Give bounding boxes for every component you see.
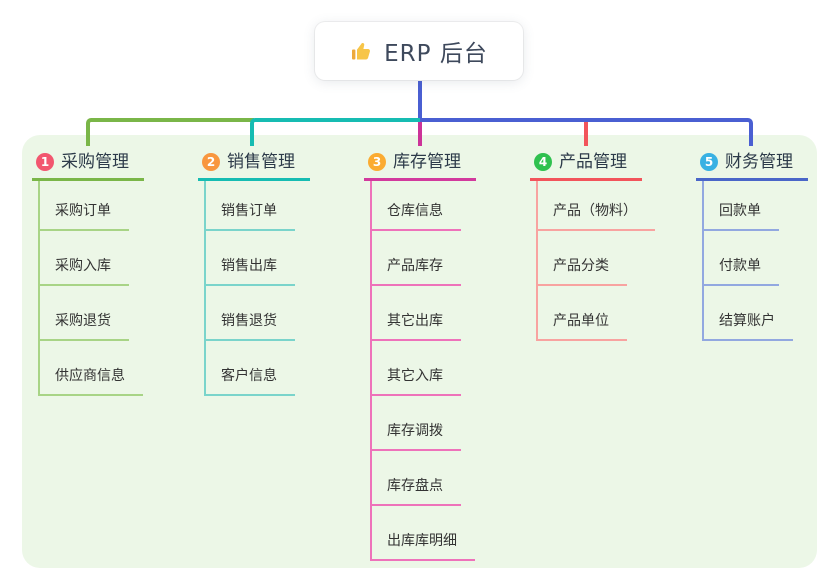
- thumbs-up-icon: [350, 39, 374, 63]
- node-stock-transfer[interactable]: 库存调拨: [372, 396, 461, 451]
- node-product-stock[interactable]: 产品库存: [372, 231, 461, 286]
- root-node[interactable]: ERP 后台: [315, 22, 523, 80]
- branch-inventory: 3 库存管理 仓库信息 产品库存 其它出库 其它入库 库存调拨 库存盘点 出库库…: [364, 151, 476, 561]
- node-sales-return[interactable]: 销售退货: [206, 286, 295, 341]
- branches-panel: [22, 135, 817, 568]
- branch-5-badge: 5: [700, 153, 718, 171]
- node-receipt-bill[interactable]: 回款单: [704, 181, 779, 231]
- node-other-outbound[interactable]: 其它出库: [372, 286, 461, 341]
- branch-1-badge: 1: [36, 153, 54, 171]
- root-node-label: ERP 后台: [384, 41, 488, 67]
- branch-sales-items: 销售订单 销售出库 销售退货 客户信息: [204, 181, 295, 396]
- branch-purchase-items: 采购订单 采购入库 采购退货 供应商信息: [38, 181, 143, 396]
- branch-inventory-items: 仓库信息 产品库存 其它出库 其它入库 库存调拨 库存盘点 出库库明细: [370, 181, 475, 561]
- node-payment-bill[interactable]: 付款单: [704, 231, 779, 286]
- branch-purchase: 1 采购管理 采购订单 采购入库 采购退货 供应商信息: [32, 151, 144, 396]
- branch-product: 4 产品管理 产品（物料） 产品分类 产品单位: [530, 151, 655, 341]
- branch-product-items: 产品（物料） 产品分类 产品单位: [536, 181, 655, 341]
- connector-branch-5-line: [420, 118, 753, 146]
- branch-product-title[interactable]: 4 产品管理: [530, 152, 642, 181]
- branch-inventory-title[interactable]: 3 库存管理: [364, 152, 476, 181]
- node-purchase-inbound[interactable]: 采购入库: [40, 231, 129, 286]
- node-product-material[interactable]: 产品（物料）: [538, 181, 655, 231]
- branch-title-label: 财务管理: [725, 152, 793, 172]
- node-customer-info[interactable]: 客户信息: [206, 341, 295, 396]
- connector-branch-1-line: [86, 118, 254, 146]
- branch-finance-items: 回款单 付款单 结算账户: [702, 181, 793, 341]
- connector-branch-4-line: [584, 122, 588, 146]
- node-warehouse-info[interactable]: 仓库信息: [372, 181, 461, 231]
- branch-purchase-title[interactable]: 1 采购管理: [32, 152, 144, 181]
- branch-finance-title[interactable]: 5 财务管理: [696, 152, 808, 181]
- branch-title-label: 库存管理: [393, 152, 461, 172]
- branch-3-badge: 3: [368, 153, 386, 171]
- node-sales-order[interactable]: 销售订单: [206, 181, 295, 231]
- node-supplier-info[interactable]: 供应商信息: [40, 341, 143, 396]
- branch-title-label: 产品管理: [559, 152, 627, 172]
- node-product-unit[interactable]: 产品单位: [538, 286, 627, 341]
- node-other-inbound[interactable]: 其它入库: [372, 341, 461, 396]
- node-settlement-account[interactable]: 结算账户: [704, 286, 793, 341]
- node-sales-outbound[interactable]: 销售出库: [206, 231, 295, 286]
- node-product-category[interactable]: 产品分类: [538, 231, 627, 286]
- node-stock-taking[interactable]: 库存盘点: [372, 451, 461, 506]
- branch-sales: 2 销售管理 销售订单 销售出库 销售退货 客户信息: [198, 151, 310, 396]
- node-purchase-return[interactable]: 采购退货: [40, 286, 129, 341]
- branch-2-badge: 2: [202, 153, 220, 171]
- branch-sales-title[interactable]: 2 销售管理: [198, 152, 310, 181]
- branch-title-label: 销售管理: [227, 152, 295, 172]
- node-outbound-detail[interactable]: 出库库明细: [372, 506, 475, 561]
- branch-finance: 5 财务管理 回款单 付款单 结算账户: [696, 151, 808, 341]
- connector-branch-2-line: [250, 118, 420, 146]
- connector-branch-3-line: [418, 122, 422, 146]
- branch-4-badge: 4: [534, 153, 552, 171]
- node-purchase-order[interactable]: 采购订单: [40, 181, 129, 231]
- branch-title-label: 采购管理: [61, 152, 129, 172]
- root-connector-line: [418, 80, 422, 120]
